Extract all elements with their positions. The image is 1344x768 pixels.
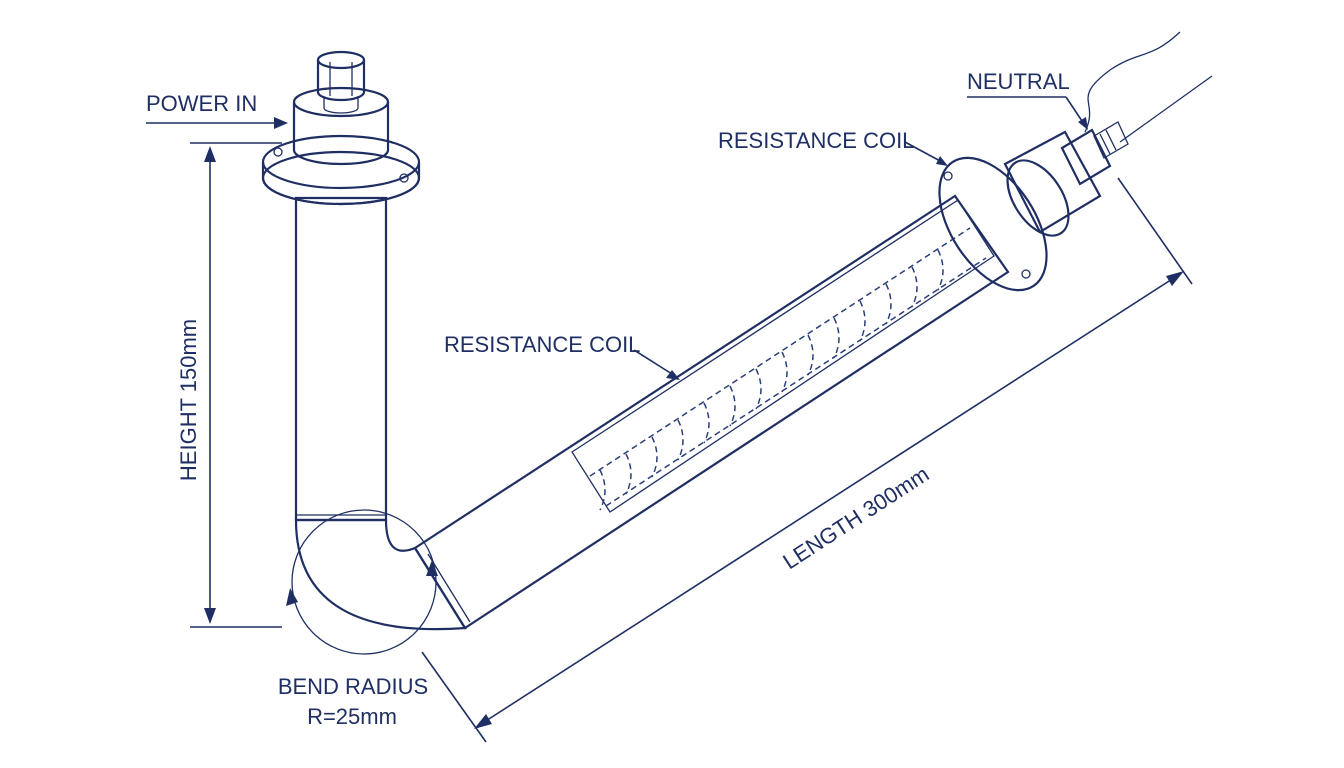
- arrow-right-icon: [274, 117, 288, 129]
- power-wire: [1119, 75, 1213, 143]
- bend-radius-label: BEND RADIUS: [278, 674, 428, 699]
- arrow-left-icon: [474, 714, 492, 729]
- power-in-label: POWER IN: [146, 91, 257, 116]
- hex-nut-icon: [1060, 128, 1112, 186]
- arrow-icon: [286, 588, 298, 606]
- arrow-icon: [936, 156, 948, 166]
- arrow-icon: [666, 370, 680, 380]
- arrow-icon: [1078, 117, 1088, 130]
- arrow-up-icon: [204, 146, 216, 162]
- resistance-coil-label-top: RESISTANCE COIL: [718, 128, 914, 153]
- neutral-callout: NEUTRAL: [967, 69, 1088, 130]
- flange-hole-icon: [1021, 269, 1031, 279]
- resistance-coil-callout-mid: RESISTANCE COIL: [444, 332, 680, 380]
- height-label: HEIGHT 150mm: [176, 319, 201, 481]
- resistance-coil-callout-top: RESISTANCE COIL: [718, 128, 948, 166]
- neutral-wire: [1084, 31, 1181, 133]
- resistance-coil-label-mid: RESISTANCE COIL: [444, 332, 640, 357]
- arrow-right-icon: [1166, 271, 1184, 286]
- arrow-icon: [426, 560, 438, 576]
- right-fitting: [938, 31, 1213, 292]
- resistance-coil-window: [571, 199, 995, 513]
- flange-hole-icon: [943, 171, 953, 181]
- flange-hole-icon: [273, 147, 283, 157]
- top-fitting: [261, 50, 421, 206]
- flange-hole-icon: [399, 173, 409, 183]
- length-dimension: LENGTH 300mm: [421, 177, 1193, 743]
- bend-radius-value: R=25mm: [307, 704, 397, 729]
- power-in-callout: POWER IN: [146, 91, 288, 129]
- bend-radius-callout: BEND RADIUS R=25mm: [278, 509, 438, 729]
- vertical-tube: [294, 196, 388, 522]
- neutral-label: NEUTRAL: [967, 69, 1070, 94]
- arrow-down-icon: [204, 608, 216, 624]
- hex-nut-icon: [316, 60, 366, 102]
- tube-bend: [294, 518, 467, 631]
- height-dimension: HEIGHT 150mm: [176, 142, 282, 628]
